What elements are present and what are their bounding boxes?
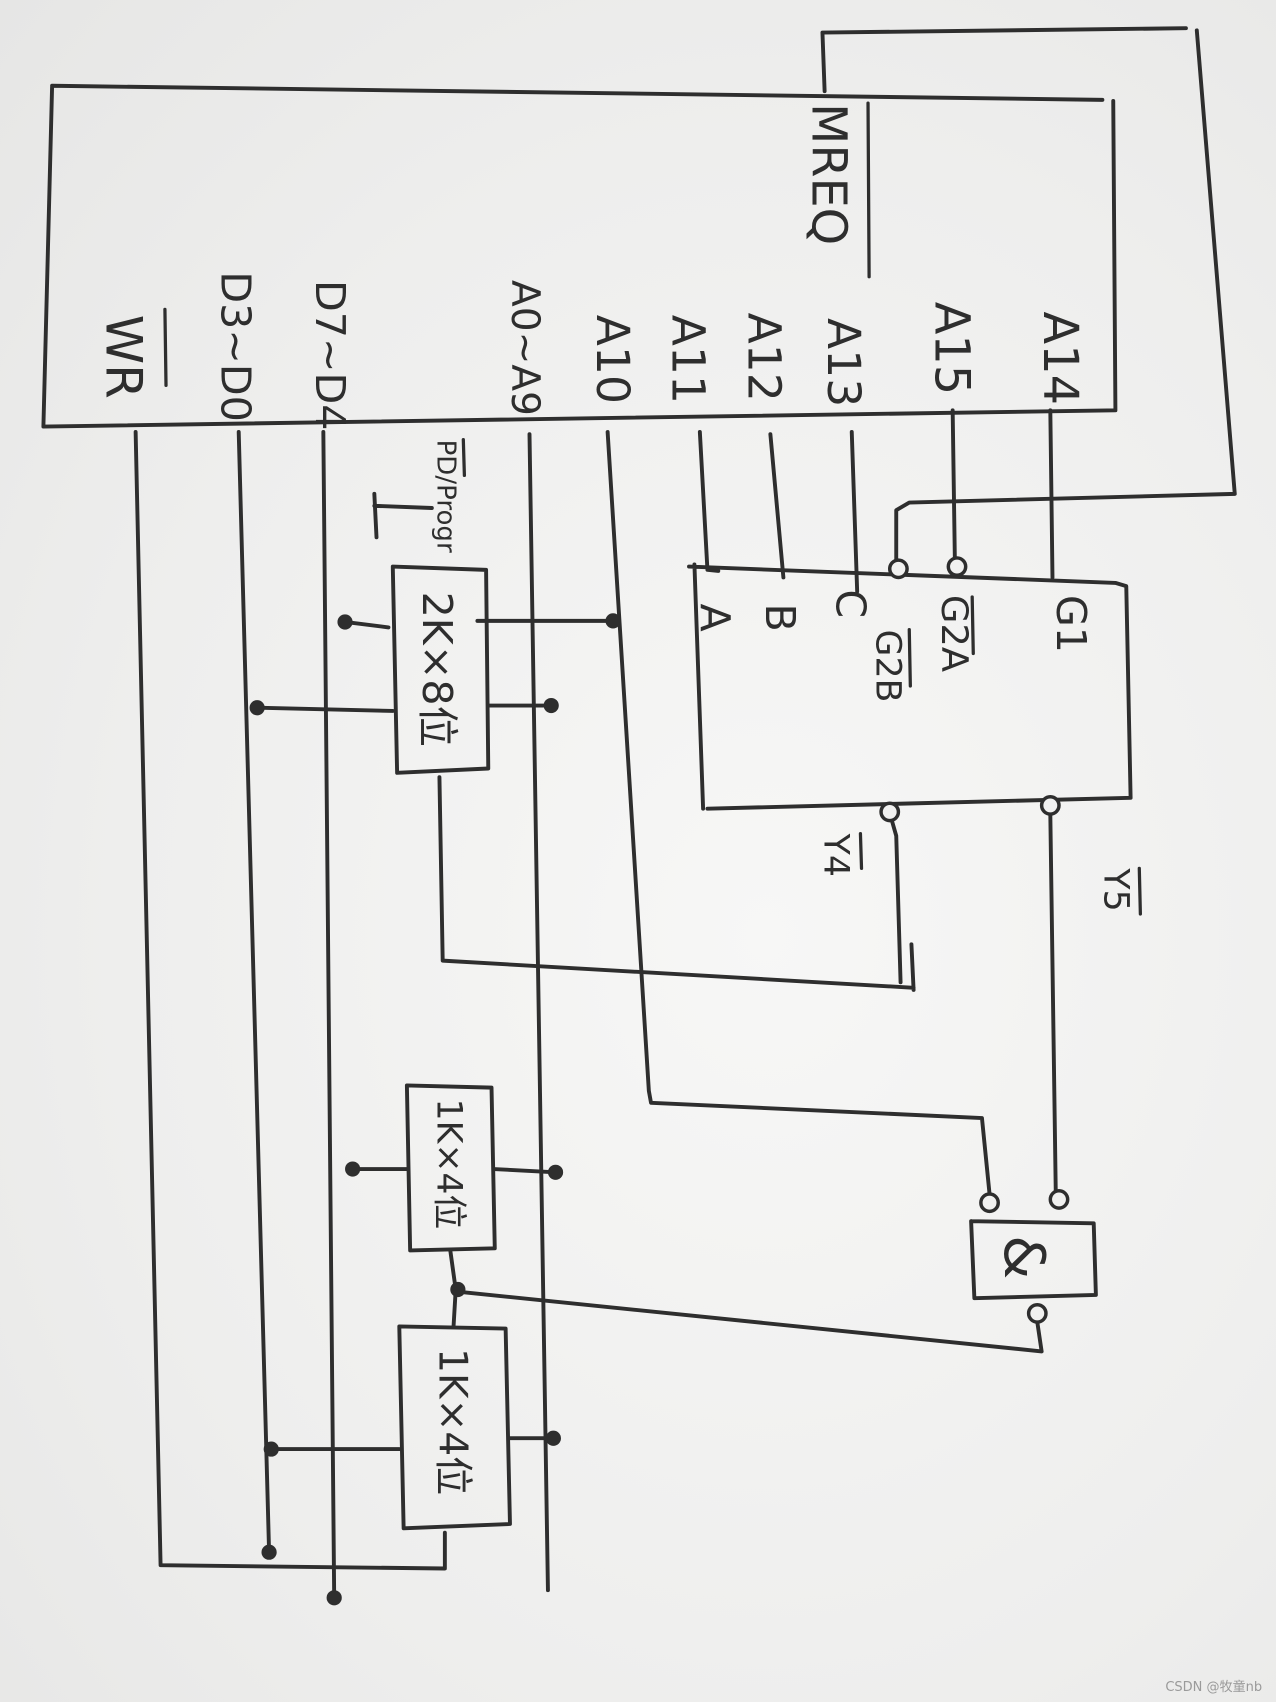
label-mreq: MREQ (801, 103, 856, 245)
overbar-g2a (970, 595, 975, 656)
decoder-labels: G1 G2A G2B C B A Y4 Y5 (691, 589, 1142, 916)
wire-y4 (889, 818, 903, 985)
junction-dot (326, 1590, 342, 1606)
wire-mreq-top (820, 26, 1188, 94)
wire-mreq-to-g2b (894, 28, 1237, 561)
g2b-input-bubble (887, 558, 909, 580)
y5-output-bubble (1039, 794, 1061, 816)
label-a13: A13 (817, 318, 870, 407)
label-wr: WR (94, 315, 152, 399)
wire-wr (133, 430, 447, 1571)
junction-dot (345, 1161, 361, 1177)
wire-a13-to-c (849, 430, 860, 594)
wire-and-output-to-ram-cs (455, 1289, 1044, 1354)
label-a: A (691, 604, 739, 632)
label-g1: G1 (1047, 595, 1095, 653)
label-rom-2k-x8: 2K×8位 (413, 592, 461, 747)
label-ram-upper-1k-x4: 1K×4位 (428, 1098, 468, 1229)
decoder-outline (687, 562, 1133, 811)
wire-y5-to-and (1048, 812, 1058, 1193)
junction-dot (543, 697, 559, 714)
chip-labels: PD/Progr 2K×8位 1K×4位 1K×4位 & (413, 437, 1056, 1495)
label-a14: A14 (1032, 312, 1087, 405)
wire-a10 (605, 430, 992, 1196)
and-input-y5-bubble (1048, 1189, 1070, 1210)
label-a0-a9: A0~A9 (502, 280, 547, 416)
junction-dot (249, 700, 265, 716)
label-rom-pd-progr: PD/Progr (430, 440, 460, 553)
ram-lower-outline (397, 1324, 512, 1531)
inversion-bubbles (879, 556, 1070, 1324)
ram-upper-outline (404, 1083, 497, 1253)
label-a15: A15 (923, 302, 978, 395)
junction-dot (545, 1430, 561, 1446)
junction-dot (450, 1281, 466, 1298)
overbar-mreq (866, 101, 871, 279)
label-g2a: G2A (933, 595, 976, 672)
overbar-pd (461, 437, 467, 478)
label-and-gate-symbol: & (991, 1235, 1056, 1279)
wire-a15-to-g2a (950, 408, 957, 560)
junction-dot (261, 1544, 277, 1560)
rom-tap-d3-d0 (255, 705, 395, 713)
junction-dot (263, 1441, 279, 1457)
wire-y4-to-rom-cs (437, 775, 916, 992)
y4-output-bubble (879, 801, 901, 823)
bus-a0-a9 (527, 432, 550, 1593)
label-a11: A11 (662, 315, 715, 404)
label-ram-lower-1k-x4: 1K×4位 (429, 1348, 474, 1495)
rom-pd-ground (372, 491, 434, 540)
junction-dot (337, 614, 353, 630)
bus-d3-d0 (236, 430, 272, 1555)
watermark: CSDN @牧童nb (1165, 1679, 1262, 1695)
overbar-g2b (907, 627, 912, 688)
and-gate-outline (969, 1219, 1098, 1301)
overbar-y5 (1137, 866, 1142, 916)
label-c: C (827, 589, 875, 618)
junction-dots (249, 613, 621, 1606)
wire-a11-to-a (697, 430, 721, 573)
label-g2b: G2B (868, 630, 908, 703)
rom-outline (390, 564, 491, 775)
cpu-pin-labels: MREQ A14 A15 A13 A12 A11 A10 A0~A9 D7~D4… (94, 101, 1087, 431)
g2a-input-bubble (946, 556, 968, 578)
label-b: B (756, 604, 804, 632)
cpu-outline (41, 83, 1118, 429)
wire-a12-to-b (768, 432, 786, 580)
and-input-a10-bubble (979, 1192, 1000, 1214)
and-output-bubble (1026, 1302, 1048, 1324)
label-y5: Y5 (1096, 867, 1136, 911)
bus-d7-d4 (321, 430, 337, 1600)
label-d3-d0: D3~D0 (211, 271, 259, 421)
wire-a14-to-g1 (1048, 408, 1055, 580)
junction-dot (547, 1164, 564, 1180)
overbar-y4 (858, 832, 864, 870)
wires (41, 26, 1237, 1600)
overbar-wr (163, 307, 168, 387)
label-a12: A12 (738, 313, 791, 402)
ram-upper-tap-addr (491, 1167, 558, 1175)
junction-dot (605, 613, 621, 629)
label-y4: Y4 (816, 833, 856, 877)
label-a10: A10 (586, 315, 639, 404)
label-d7-d4: D7~D4 (306, 280, 354, 430)
